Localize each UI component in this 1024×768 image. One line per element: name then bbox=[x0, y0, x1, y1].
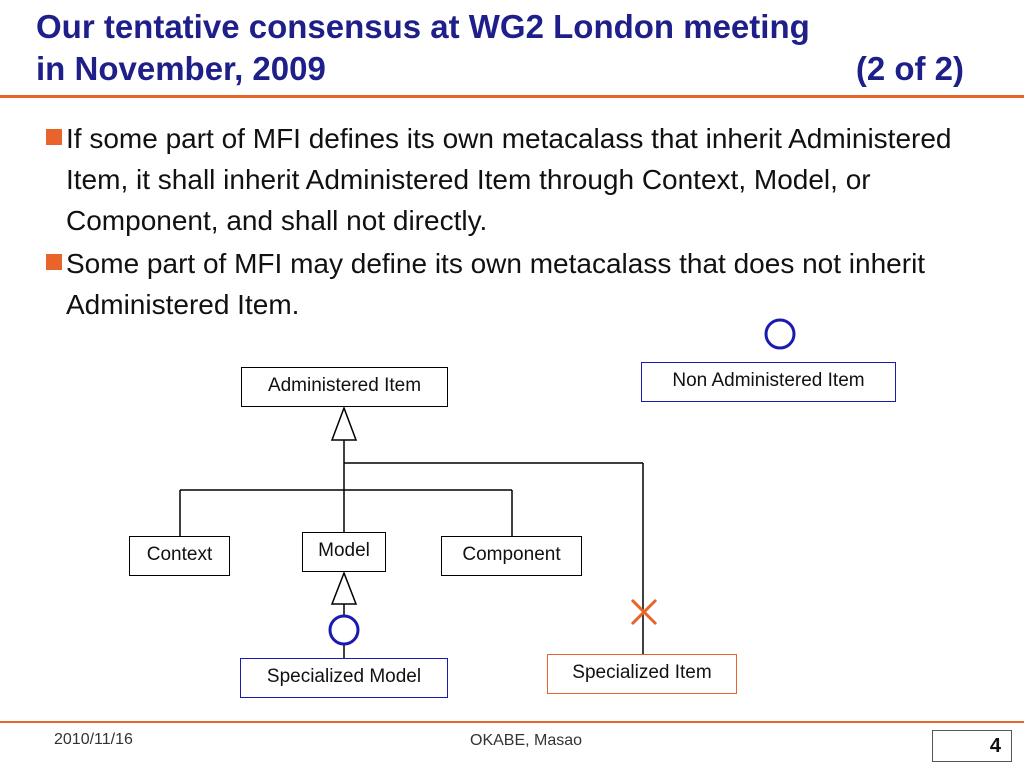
specialized-item-box: Specialized Item bbox=[547, 654, 737, 694]
slide-title: Our tentative consensus at WG2 London me… bbox=[36, 6, 976, 90]
footer-date: 2010/11/16 bbox=[54, 731, 133, 748]
bullet-text: Some part of MFI may define its own meta… bbox=[66, 248, 926, 320]
cross-icon bbox=[630, 598, 658, 626]
title-line-1: Our tentative consensus at WG2 London me… bbox=[36, 8, 810, 45]
bullet-item: If some part of MFI defines its own meta… bbox=[46, 118, 996, 241]
page-number: 4 bbox=[932, 730, 1012, 762]
context-box: Context bbox=[129, 536, 230, 576]
footer-author: OKABE, Masao bbox=[470, 732, 583, 749]
title-line-2: in November, 2009 bbox=[36, 50, 326, 87]
non-administered-item-box: Non Administered Item bbox=[641, 362, 896, 402]
generalization-arrow bbox=[330, 405, 358, 441]
administered-item-box: Administered Item bbox=[241, 367, 448, 407]
title-divider bbox=[0, 95, 1024, 98]
generalization-arrow bbox=[330, 570, 358, 605]
specialized-model-box: Specialized Model bbox=[240, 658, 448, 698]
circle-icon bbox=[328, 614, 360, 646]
square-bullet-icon bbox=[46, 129, 62, 145]
bullet-item: Some part of MFI may define its own meta… bbox=[46, 243, 996, 325]
model-box: Model bbox=[302, 532, 386, 572]
square-bullet-icon bbox=[46, 254, 62, 270]
component-box: Component bbox=[441, 536, 582, 576]
title-part-indicator: (2 of 2) bbox=[855, 50, 964, 87]
bullet-text: If some part of MFI defines its own meta… bbox=[66, 123, 952, 236]
circle-icon bbox=[764, 318, 796, 350]
title-line-2-row: in November, 2009 (2 of 2) bbox=[36, 48, 964, 90]
footer-divider bbox=[0, 721, 1024, 723]
bullet-list: If some part of MFI defines its own meta… bbox=[46, 118, 996, 327]
